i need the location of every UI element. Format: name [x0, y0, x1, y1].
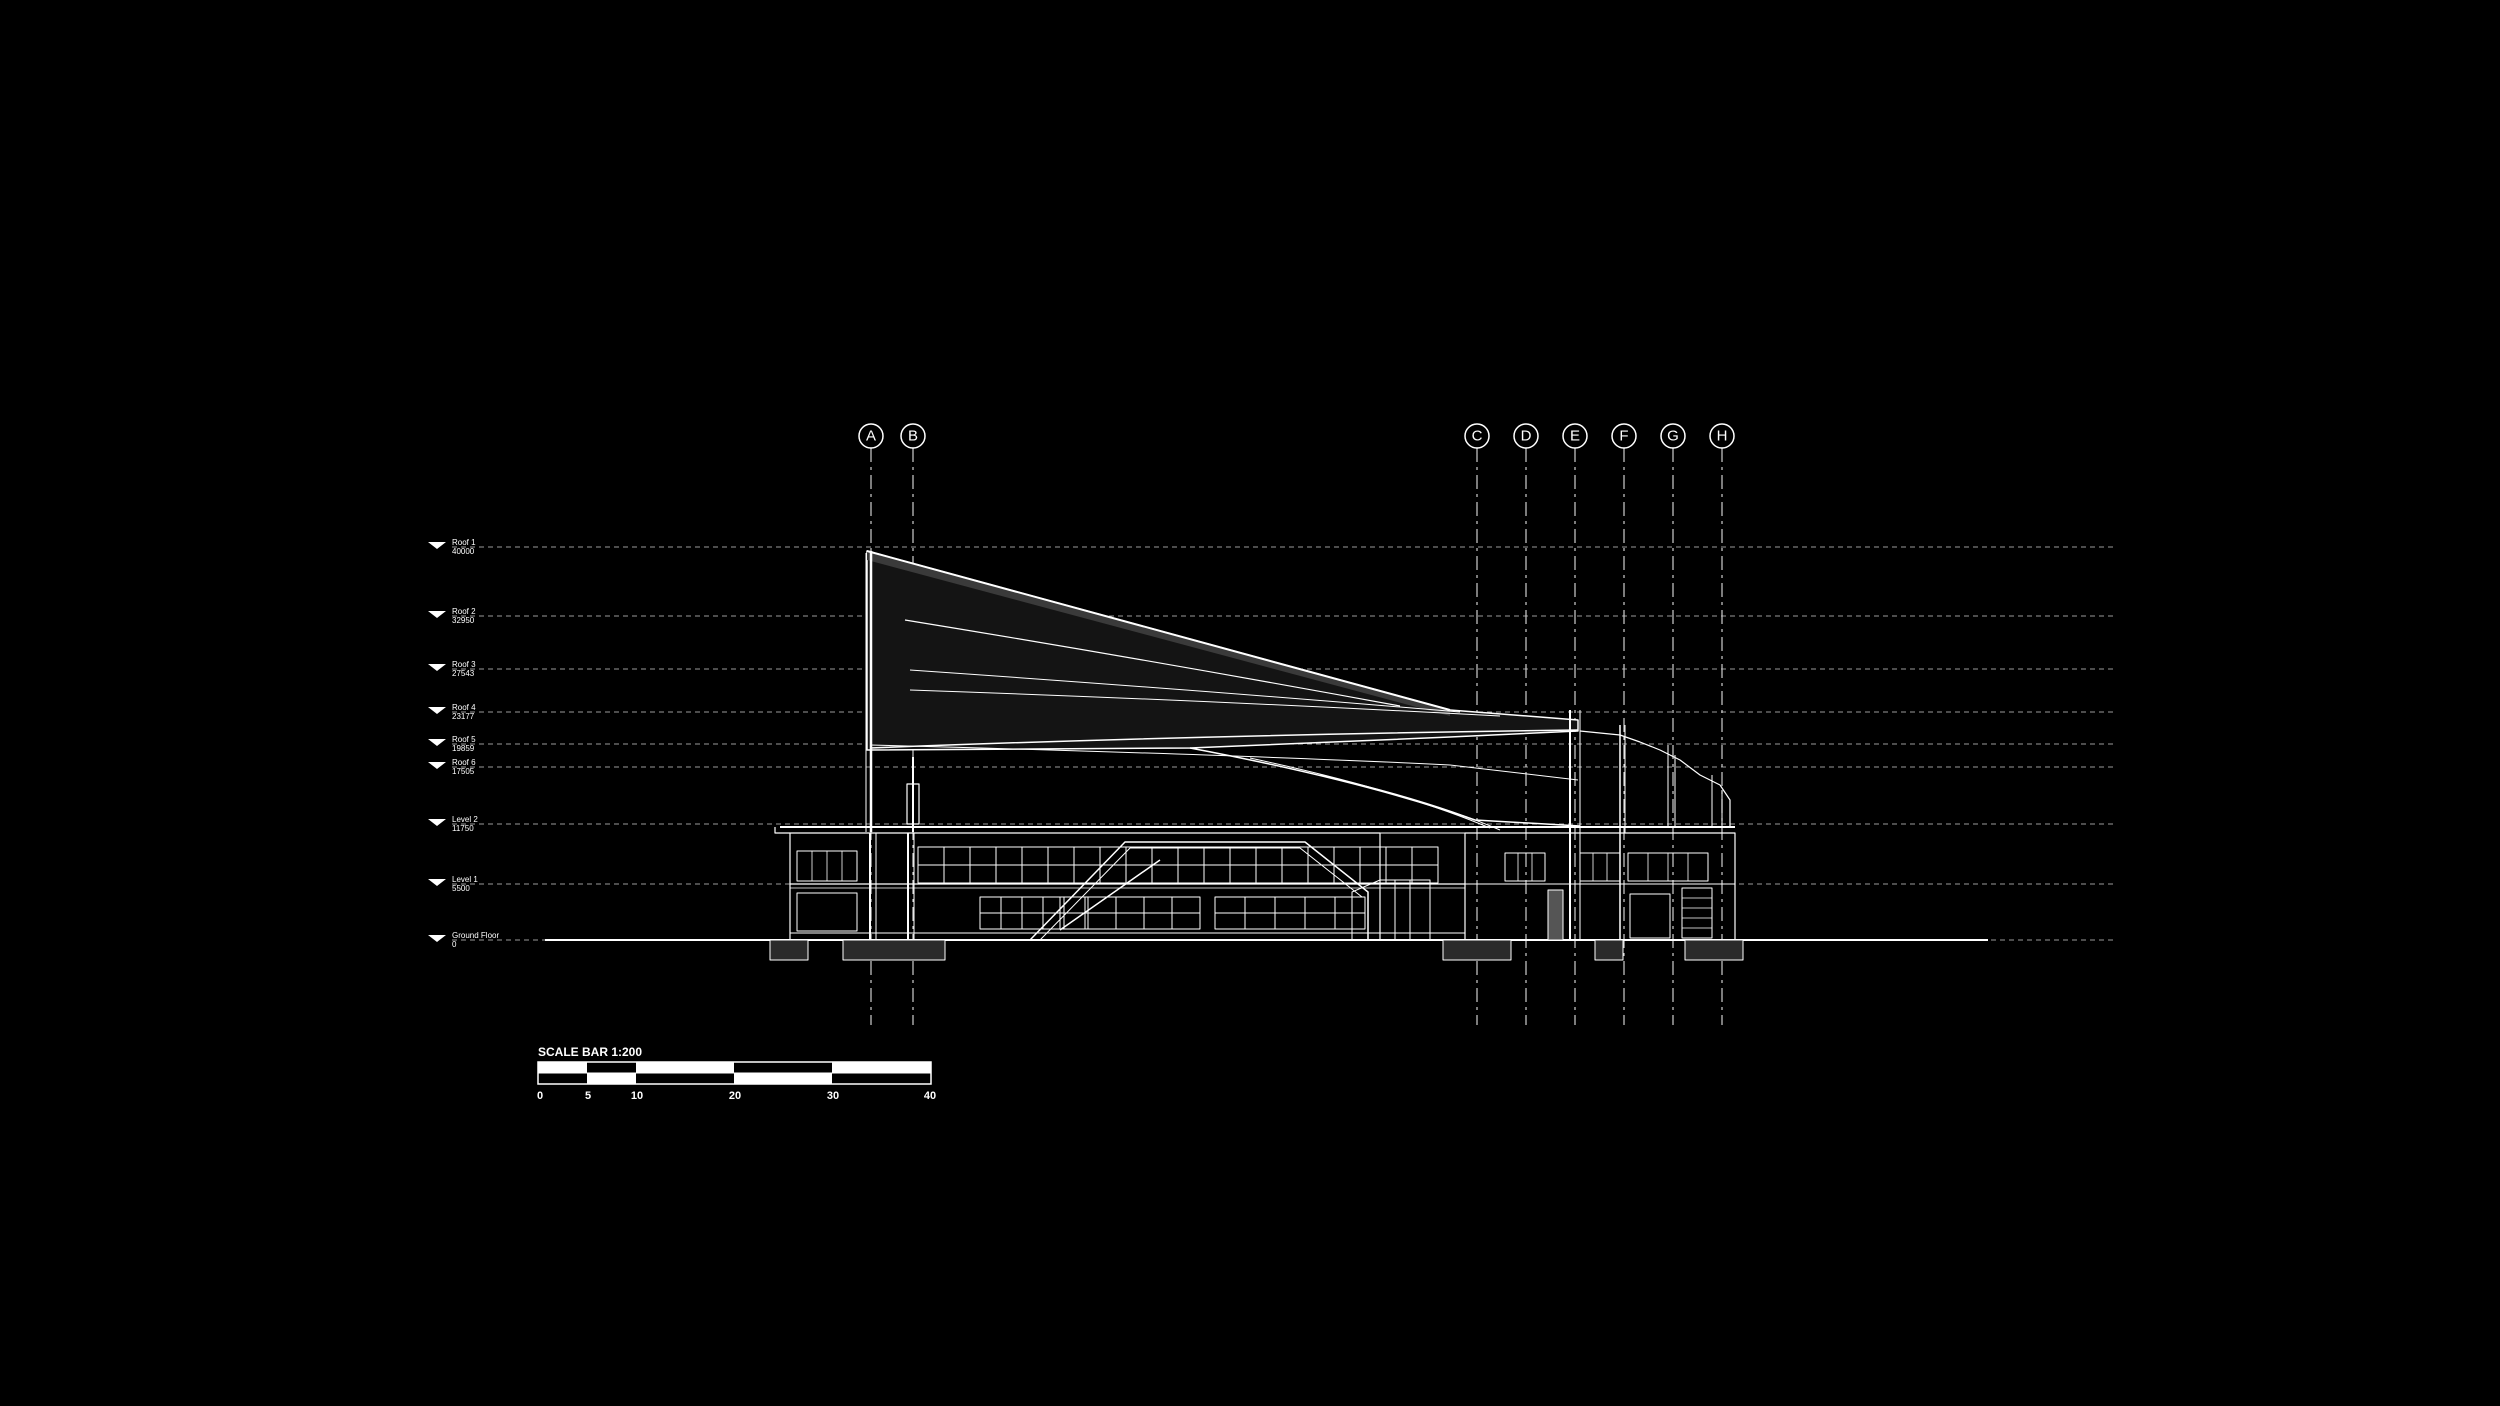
- scale-segment-fill: [538, 1062, 587, 1073]
- gridline-c: C: [1464, 423, 1490, 1025]
- level-name: Level 1: [452, 875, 478, 884]
- grid-bubble-icon: [1709, 423, 1735, 449]
- grid-label: A: [866, 428, 876, 445]
- level-marker-icon: [428, 762, 446, 769]
- gridline-d: D: [1513, 423, 1539, 1025]
- grid-label: H: [1717, 428, 1728, 445]
- foundations: [769, 939, 1744, 961]
- grid-bubble-icon: [1464, 423, 1490, 449]
- gridline-f: F: [1611, 423, 1637, 1025]
- scale-tick-label: 40: [924, 1090, 936, 1102]
- scale-tick-label: 30: [827, 1090, 839, 1102]
- scale-tick-label: 5: [585, 1090, 591, 1102]
- grid-label: D: [1521, 428, 1532, 445]
- level-name: Level 2: [452, 815, 478, 824]
- level-name: Ground Floor: [452, 931, 499, 940]
- roof-canopy: [865, 550, 1581, 832]
- scale-bar-title: SCALE BAR 1:200: [538, 1045, 642, 1059]
- level-marker-icon: [428, 879, 446, 886]
- gridline-e: E: [1562, 423, 1588, 1025]
- grid-bubble-icon: [900, 423, 926, 449]
- stair: [1351, 879, 1431, 941]
- level-marker-icon: [428, 819, 446, 826]
- grid-label: B: [908, 428, 918, 445]
- grid-bubble-icon: [1660, 423, 1686, 449]
- lower-window-band: [979, 896, 1366, 930]
- scale-segment-fill: [587, 1073, 636, 1084]
- level-name: Roof 6: [452, 758, 476, 767]
- grid-label: F: [1619, 428, 1628, 445]
- level-name: Roof 5: [452, 735, 476, 744]
- grid-label: C: [1472, 428, 1483, 445]
- level-elevation: 0: [452, 940, 457, 949]
- scale-tick-label: 20: [729, 1090, 741, 1102]
- grid-bubble-icon: [1562, 423, 1588, 449]
- gridline-g: G: [1660, 423, 1686, 1025]
- grid-label: G: [1667, 428, 1679, 445]
- scale-tick-label: 10: [631, 1090, 643, 1102]
- level-elevation: 27543: [452, 669, 475, 678]
- right-block: [1464, 710, 1736, 941]
- level-datum-roof-6: Roof 6 17505: [428, 758, 2115, 776]
- building-body: [769, 710, 1744, 961]
- level-elevation: 32950: [452, 616, 475, 625]
- scale-segment-fill: [734, 1073, 832, 1084]
- level-marker-icon: [428, 935, 446, 942]
- level-name: Roof 2: [452, 607, 476, 616]
- scale-segment-fill: [636, 1062, 734, 1073]
- level-datum-roof-1: Roof 1 40000: [428, 538, 2115, 556]
- level-name: Roof 3: [452, 660, 476, 669]
- grid-bubble-icon: [1611, 423, 1637, 449]
- level-elevation: 11750: [452, 824, 474, 833]
- scale-segment-fill: [832, 1062, 931, 1073]
- level-datum-level-2: Level 2 11750: [428, 815, 2115, 833]
- grid-bubble-icon: [1513, 423, 1539, 449]
- level-elevation: 40000: [452, 547, 475, 556]
- level-marker-icon: [428, 739, 446, 746]
- level-elevation: 17505: [452, 767, 475, 776]
- scale-tick-label: 0: [537, 1090, 543, 1102]
- grid-bubble-icon: [858, 423, 884, 449]
- gridline-b: B: [900, 423, 926, 1025]
- level-marker-icon: [428, 664, 446, 671]
- trapezoid-frame: [1029, 841, 1369, 941]
- level-elevation: 19859: [452, 744, 475, 753]
- level-name: Roof 4: [452, 703, 476, 712]
- level-marker-icon: [428, 707, 446, 714]
- gridline-h: H: [1709, 423, 1735, 1025]
- level-datum-roof-2: Roof 2 32950: [428, 607, 2115, 625]
- building-section: [545, 550, 1988, 961]
- level-elevation: 23177: [452, 712, 475, 721]
- level-name: Roof 1: [452, 538, 476, 547]
- upper-window-band: [917, 846, 1439, 884]
- level-marker-icon: [428, 611, 446, 618]
- level-marker-icon: [428, 542, 446, 549]
- grid-label: E: [1570, 428, 1580, 445]
- level-elevation: 5500: [452, 884, 470, 893]
- scale-bar: SCALE BAR 1:200 0 5 10 20 30 40: [537, 1045, 936, 1102]
